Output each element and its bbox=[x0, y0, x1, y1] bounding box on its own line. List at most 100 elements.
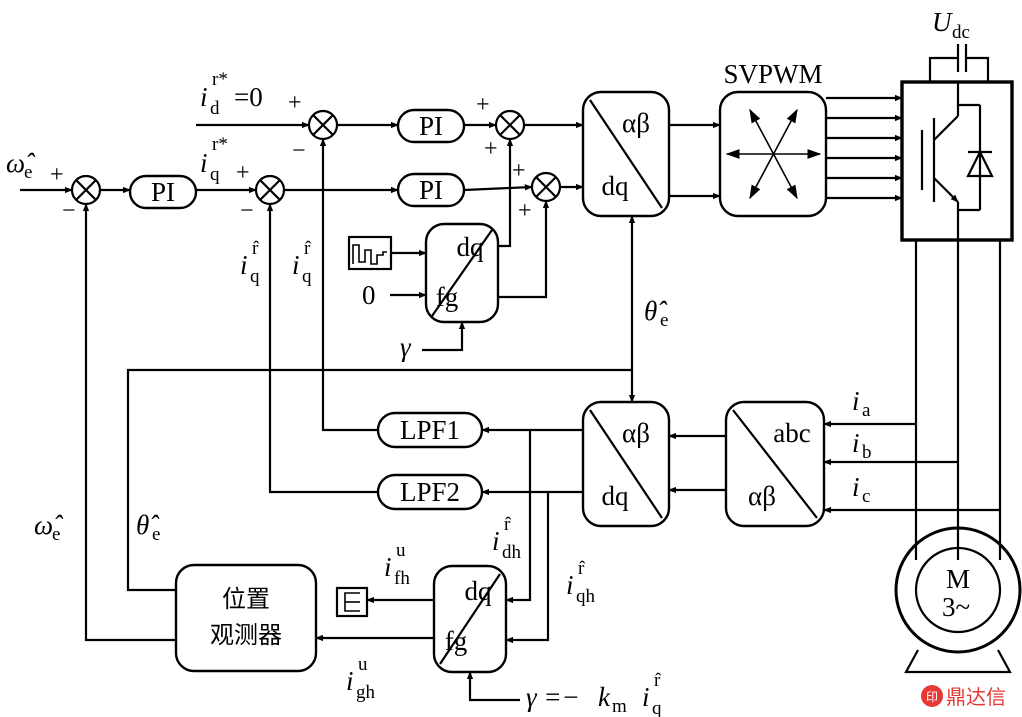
svg-text:b: b bbox=[862, 442, 872, 463]
svg-text:+: + bbox=[236, 160, 250, 186]
svg-text:位置: 位置 bbox=[222, 585, 270, 613]
svg-text:αβ: αβ bbox=[622, 418, 650, 448]
svg-text:qh: qh bbox=[576, 586, 596, 607]
svg-text:gh: gh bbox=[356, 682, 376, 703]
label-igh: i gh u bbox=[346, 654, 376, 703]
label-iqh: i qh r̂ bbox=[566, 558, 596, 607]
dc-bus-capacitor: U dc bbox=[928, 7, 990, 82]
svg-text:M: M bbox=[946, 564, 970, 594]
svg-text:dc: dc bbox=[952, 22, 970, 43]
label-theta-upper: θ̂ e bbox=[644, 296, 668, 331]
svg-text:印: 印 bbox=[926, 690, 938, 704]
svg-text:r̂: r̂ bbox=[304, 238, 311, 259]
svg-text:+: + bbox=[518, 198, 532, 224]
svpwm-block: SVPWM bbox=[718, 59, 828, 218]
label-ifh: i fh u bbox=[384, 540, 410, 589]
svg-text:dh: dh bbox=[502, 542, 522, 563]
svg-text:fh: fh bbox=[394, 568, 410, 589]
svg-text:+: + bbox=[288, 90, 302, 116]
svg-text:+: + bbox=[50, 162, 64, 188]
svg-text:i: i bbox=[852, 428, 860, 458]
svg-text:+: + bbox=[476, 92, 490, 118]
svg-text:m: m bbox=[612, 696, 627, 717]
svg-text:−: − bbox=[240, 198, 254, 224]
svg-text:i: i bbox=[492, 526, 500, 556]
svg-text:dq: dq bbox=[602, 171, 630, 201]
position-observer-block: 位置 观测器 bbox=[174, 563, 318, 673]
svg-text:u: u bbox=[358, 654, 368, 675]
svg-text:鼎达信: 鼎达信 bbox=[946, 685, 1006, 709]
inverter-block bbox=[900, 80, 1014, 242]
svg-text:αβ: αβ bbox=[748, 481, 776, 511]
label-iq-hat-right: i q r̂ bbox=[292, 238, 312, 287]
svg-text:d: d bbox=[210, 98, 220, 119]
svg-text:−: − bbox=[62, 198, 76, 224]
svg-text:r*: r* bbox=[212, 134, 228, 155]
svg-text:fg: fg bbox=[445, 626, 468, 656]
svg-text:a: a bbox=[862, 400, 871, 421]
svg-text:r̂: r̂ bbox=[252, 238, 259, 259]
svg-text:dq: dq bbox=[465, 576, 493, 606]
svg-text:r̂: r̂ bbox=[504, 514, 511, 535]
label-gamma: γ bbox=[400, 332, 412, 362]
sum-junction-speed bbox=[70, 174, 102, 206]
label-idh: i dh r̂ bbox=[492, 514, 522, 563]
svg-text:i: i bbox=[200, 148, 208, 178]
label-ic: i c bbox=[852, 472, 870, 507]
svg-text:k: k bbox=[598, 682, 611, 712]
svg-text:q: q bbox=[302, 266, 312, 287]
lpf2-block: LPF2 bbox=[376, 473, 484, 511]
svg-text:e: e bbox=[52, 524, 60, 545]
watermark-logo: 印 鼎达信 bbox=[921, 685, 1006, 709]
svg-text:r*: r* bbox=[212, 69, 228, 90]
sum-junction-iq bbox=[254, 174, 286, 206]
svg-text:i: i bbox=[292, 250, 300, 280]
svg-text:i: i bbox=[642, 682, 650, 712]
svg-text:+: + bbox=[484, 136, 498, 162]
label-iq-ref: i q r* bbox=[200, 134, 228, 185]
pi-speed-block: PI bbox=[128, 174, 198, 210]
svg-text:γ =−: γ =− bbox=[526, 682, 580, 712]
svg-text:c: c bbox=[862, 486, 870, 507]
svg-text:LPF2: LPF2 bbox=[400, 477, 460, 507]
svg-text:q: q bbox=[210, 164, 220, 185]
dq-to-fg-block-upper: dq fg bbox=[424, 222, 500, 324]
label-gamma-equation: γ =− k m i q r̂ bbox=[526, 670, 662, 717]
lpf1-block: LPF1 bbox=[376, 411, 484, 449]
label-zero: 0 bbox=[362, 280, 376, 310]
svg-text:q: q bbox=[250, 266, 260, 287]
svg-text:观测器: 观测器 bbox=[210, 621, 282, 649]
label-ia: i a bbox=[852, 386, 871, 421]
svg-text:3~: 3~ bbox=[942, 592, 970, 622]
sum-junction-id bbox=[307, 109, 339, 141]
svg-text:i: i bbox=[852, 472, 860, 502]
svg-text:SVPWM: SVPWM bbox=[723, 59, 822, 89]
svg-text:i: i bbox=[240, 250, 248, 280]
svg-text:fg: fg bbox=[436, 282, 459, 312]
svg-text:=0: =0 bbox=[234, 82, 263, 112]
dq-to-fg-block-lower: dq fg bbox=[432, 564, 508, 674]
svg-text:dq: dq bbox=[457, 232, 485, 262]
svg-text:+: + bbox=[512, 158, 526, 184]
svg-text:abc: abc bbox=[773, 418, 810, 448]
abc-to-alphabeta-block: abc αβ bbox=[724, 400, 826, 528]
label-theta-feedback: θ̂ e bbox=[136, 510, 160, 545]
svg-text:i: i bbox=[346, 666, 354, 696]
sum-junction-d-inject bbox=[494, 109, 526, 141]
svg-text:e: e bbox=[660, 310, 668, 331]
alphabeta-to-dq-block: αβ dq bbox=[581, 400, 671, 528]
svg-text:r̂: r̂ bbox=[578, 558, 585, 579]
label-id-ref: i d r* =0 bbox=[200, 69, 263, 119]
svg-text:e: e bbox=[24, 162, 32, 183]
svg-text:q: q bbox=[652, 698, 662, 717]
svg-text:i: i bbox=[566, 570, 574, 600]
pi-q-block: PI bbox=[396, 172, 466, 208]
svg-text:PI: PI bbox=[419, 111, 443, 141]
svg-text:PI: PI bbox=[419, 175, 443, 205]
svg-text:u: u bbox=[396, 540, 406, 561]
svg-text:U: U bbox=[932, 7, 953, 37]
svg-text:αβ: αβ bbox=[622, 108, 650, 138]
svg-text:i: i bbox=[852, 386, 860, 416]
sum-junction-q-inject bbox=[530, 171, 562, 203]
